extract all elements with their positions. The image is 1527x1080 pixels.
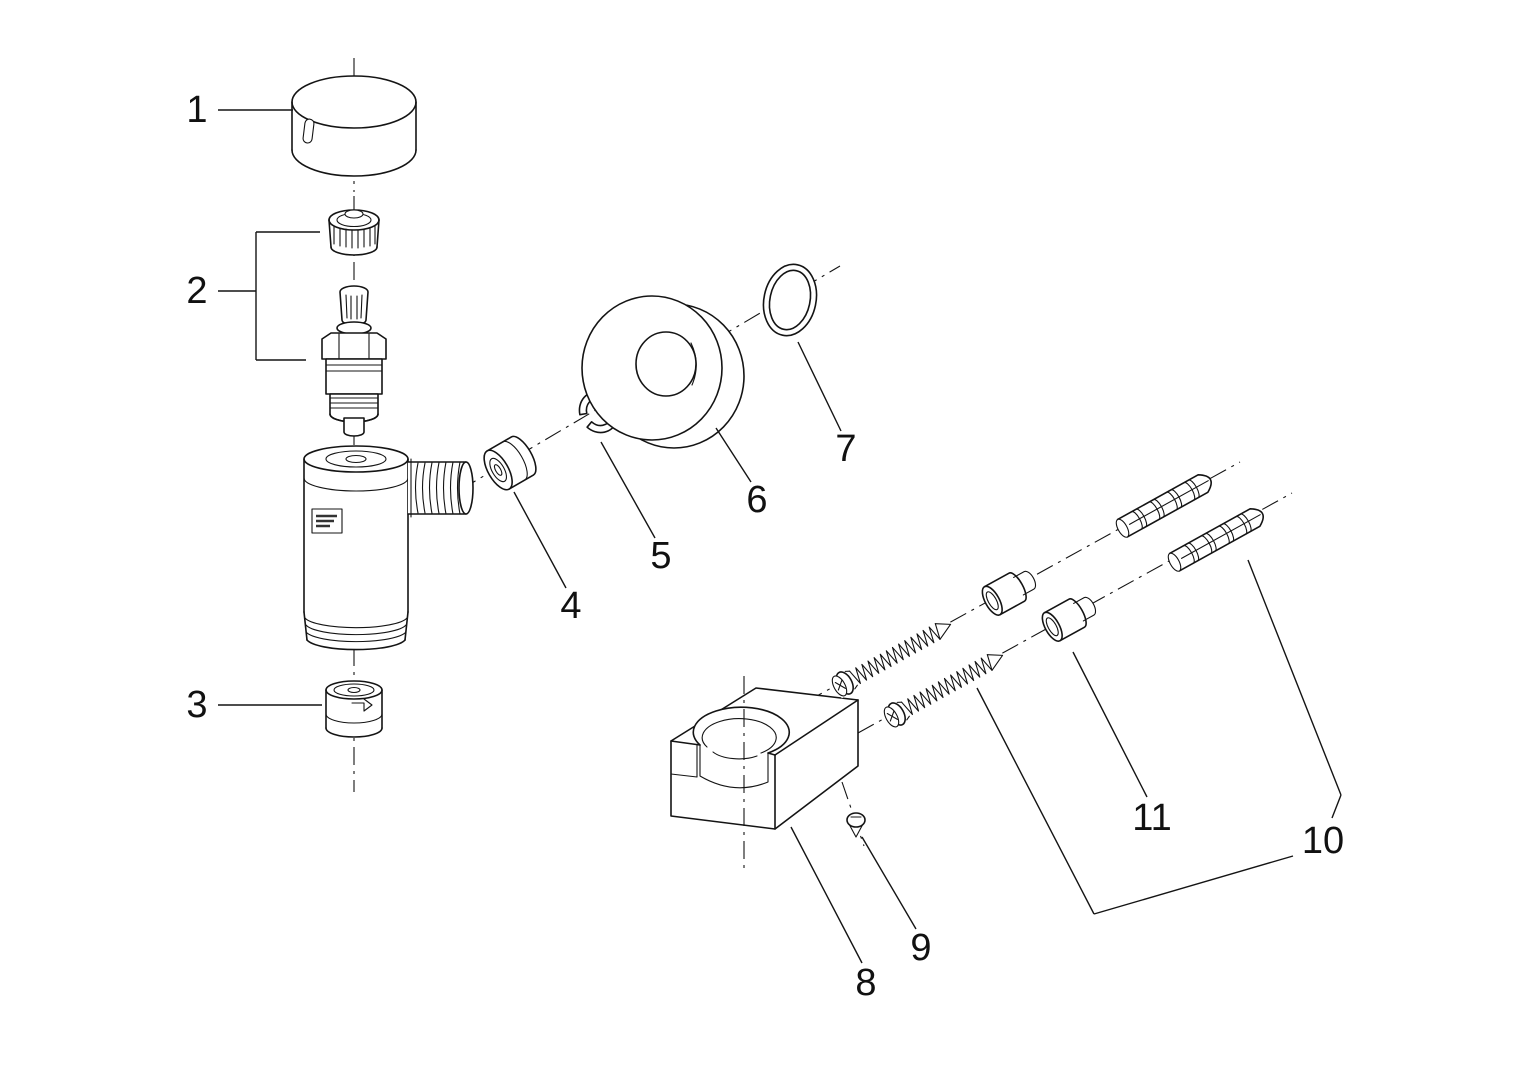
callout-labels: 1 2 3 4 5 6 7 89 10 11	[186, 89, 1344, 1004]
leader-line-8	[790, 826, 863, 964]
part-number-label-9: 9	[910, 927, 931, 969]
leader-line-6	[715, 427, 752, 483]
handle-indicator-slot	[302, 118, 315, 144]
leader-line-10	[1247, 559, 1342, 796]
valve-body	[303, 445, 474, 651]
part-10-wall-anchor-1	[1112, 469, 1217, 540]
part-1-handle-cap	[291, 75, 417, 177]
leader-line-10	[976, 687, 1095, 915]
part-number-label-8: 8	[855, 962, 876, 1004]
leader-line-7	[797, 341, 842, 432]
callout-8: 8	[790, 826, 877, 1004]
callout-7: 7	[797, 341, 857, 470]
part-4-connector-fitting	[483, 435, 537, 491]
leader-line-10	[1331, 794, 1342, 819]
hex-nut	[321, 332, 387, 360]
part-9-set-screw	[846, 812, 866, 838]
valve-outlet-nipple	[407, 458, 474, 518]
callout-3: 3	[186, 684, 322, 726]
part-7-o-ring	[762, 263, 818, 337]
manufacturer-logo-plate	[311, 508, 343, 534]
callout-11: 11	[1072, 651, 1172, 839]
spline-ticks	[345, 294, 363, 320]
part-number-label-3: 3	[186, 684, 207, 726]
part-number-label-11: 11	[1132, 797, 1171, 839]
part-number-label-2: 2	[186, 270, 207, 312]
knurl-ticks	[333, 225, 376, 249]
leader-line-9	[861, 836, 917, 930]
part-2-adapter-insert	[328, 209, 380, 256]
part-number-label-6: 6	[746, 479, 767, 521]
part-number-label-4: 4	[560, 585, 581, 627]
part-11-adapter-1	[977, 563, 1042, 619]
leader-line-5	[600, 441, 656, 539]
callout-6: 6	[715, 427, 768, 521]
callout-10: 10	[976, 559, 1344, 915]
part-3-check-valve	[325, 680, 383, 738]
callout-9: 9	[861, 836, 932, 969]
front-slot	[699, 744, 769, 789]
part-11-adapter-2	[1037, 589, 1102, 645]
part-6-escutcheon	[581, 295, 745, 449]
callout-5: 5	[600, 441, 672, 577]
flow-arrow	[351, 698, 373, 712]
part-2-valve-cartridge	[321, 285, 387, 437]
part-10-wall-anchor-2	[1164, 503, 1269, 574]
escutcheon-hole	[635, 331, 697, 397]
part-8-wall-bracket	[670, 687, 859, 830]
part-number-label-1: 1	[186, 89, 207, 131]
part-number-label-5: 5	[650, 535, 671, 577]
centerlines	[353, 58, 1293, 792]
leader-line-4	[513, 491, 567, 589]
part-number-label-10: 10	[1302, 820, 1344, 862]
left-notch	[670, 744, 698, 778]
callout-1: 1	[186, 89, 293, 131]
leader-line-10	[1093, 855, 1294, 915]
part-number-label-7: 7	[835, 428, 856, 470]
callout-2: 2	[186, 231, 320, 361]
leader-line-11	[1072, 651, 1148, 798]
callout-4: 4	[513, 491, 582, 627]
